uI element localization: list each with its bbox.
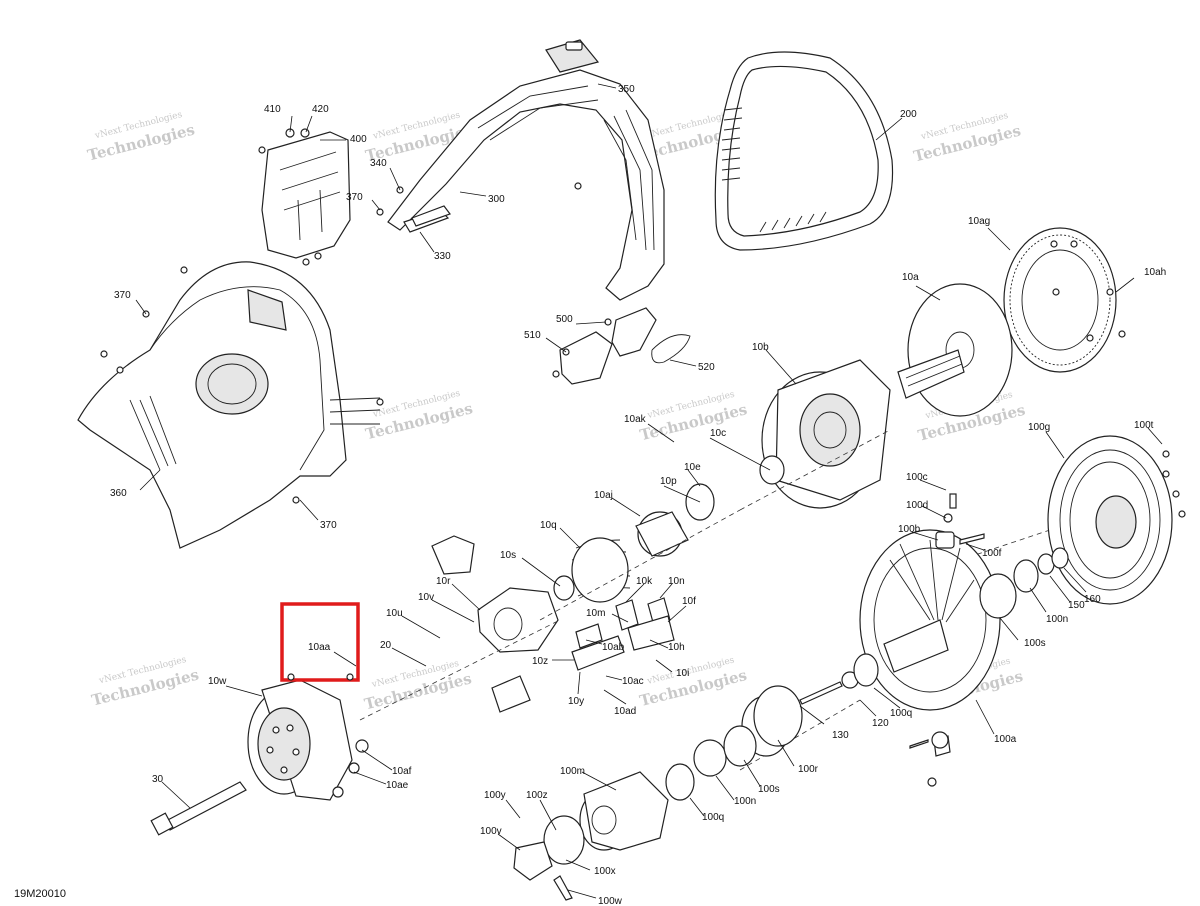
callout-label: 100q (890, 708, 912, 719)
callout-label: 10k (636, 576, 653, 587)
lever-bracket-part (552, 307, 691, 385)
fixed-driven-sheave-part (1047, 435, 1186, 605)
callout-label: 100f (982, 548, 1002, 559)
callout-label: 10ab (602, 642, 625, 653)
callout-label: 10b (752, 342, 769, 353)
bolt-part (150, 781, 247, 836)
callout-label: 100c (906, 472, 928, 483)
callout-label: 10h (668, 642, 685, 653)
callout-label: 370 (346, 192, 363, 203)
callout-label: 30 (152, 774, 164, 785)
assembly-axis-line (359, 429, 1081, 771)
fixed-sheave-part (897, 283, 1013, 417)
callout-label: 100b (898, 524, 921, 535)
callout-label: 130 (832, 730, 849, 741)
callout-label: 100r (798, 764, 819, 775)
callout-label: 10ah (1144, 267, 1166, 278)
leader-lines (135, 83, 1163, 899)
callout-label: 100y (484, 790, 506, 801)
callout-label: 500 (556, 314, 573, 325)
hardware-small-part (376, 182, 582, 227)
callout-label: 10f (682, 596, 696, 607)
drive-belt-part (714, 51, 894, 251)
callout-label: 10c (710, 428, 726, 439)
callout-labels: 350 200 410 420 400 340 370 300 330 10ag… (110, 84, 1166, 906)
callout-label: 360 (110, 488, 127, 499)
callout-label: 10m (586, 608, 605, 619)
highlighted-part (287, 673, 354, 681)
callout-label: 100x (594, 866, 616, 877)
highlight-box[interactable] (280, 602, 360, 682)
callout-label: 100n (734, 796, 756, 807)
callout-label: 10r (436, 576, 451, 587)
callout-label: 10u (386, 608, 403, 619)
callout-label: 10i (676, 668, 689, 679)
callout-label: 200 (900, 109, 917, 120)
callout-label: 10y (568, 696, 584, 707)
drive-hub-part (247, 679, 369, 801)
callout-label: 100d (906, 500, 928, 511)
callout-label: 150 (1068, 600, 1085, 611)
callout-label: 370 (320, 520, 337, 531)
callout-label: 10p (660, 476, 677, 487)
bracket-plate-part (258, 128, 351, 266)
callout-label: 100z (526, 790, 548, 801)
callout-label: 300 (488, 194, 505, 205)
callout-label: 330 (434, 251, 451, 262)
callout-label: 10v (418, 592, 434, 603)
callout-label: 10af (392, 766, 412, 777)
cam-housing-part (431, 535, 559, 713)
callout-label: 100a (994, 734, 1017, 745)
driven-small-parts (799, 493, 1069, 749)
callout-label: 350 (618, 84, 635, 95)
callout-label: 410 (264, 104, 281, 115)
driven-spring-part (723, 685, 803, 767)
callout-label: 340 (370, 158, 387, 169)
callout-label: 10z (532, 656, 548, 667)
callout-label: 100s (1024, 638, 1046, 649)
callout-label: 510 (524, 330, 541, 341)
callout-label: 100n (1046, 614, 1068, 625)
callout-label: 120 (872, 718, 889, 729)
callout-label: 10a (902, 272, 919, 283)
highlighted-callout-label: 10aa (308, 642, 331, 653)
callout-label: 100v (480, 826, 502, 837)
callout-label: 10aj (594, 490, 613, 501)
callout-label: 10ag (968, 216, 990, 227)
callout-label: 10ae (386, 780, 409, 791)
callout-label: 20 (380, 640, 392, 651)
drawing-code: 19M20010 (14, 888, 66, 900)
callout-label: 10ak (624, 414, 647, 425)
clutch-cover-part (77, 261, 384, 549)
callout-label: 100g (1028, 422, 1050, 433)
callout-label: 100m (560, 766, 585, 777)
callout-label: 160 (1084, 594, 1101, 605)
callout-label: 370 (114, 290, 131, 301)
spring-part (553, 455, 785, 603)
callout-label: 10ac (622, 676, 644, 687)
callout-label: 420 (312, 104, 329, 115)
callout-label: 10e (684, 462, 701, 473)
driven-cam-part (513, 739, 727, 901)
callout-label: 520 (698, 362, 715, 373)
callout-label: 10w (208, 676, 227, 687)
ring-gear-part (1003, 227, 1126, 373)
callout-label: 100s (758, 784, 780, 795)
callout-label: 10q (540, 520, 557, 531)
callout-label: 10ad (614, 706, 636, 717)
callout-label: 100t (1134, 420, 1154, 431)
callout-label: 10n (668, 576, 685, 587)
callout-label: 100q (702, 812, 724, 823)
spider-drum-part (761, 359, 891, 509)
belt-guard-part (387, 39, 665, 301)
movable-driven-sheave-part (859, 529, 1001, 787)
callout-label: 400 (350, 134, 367, 145)
callout-label: 100w (598, 896, 623, 906)
callout-label: 10s (500, 550, 516, 561)
